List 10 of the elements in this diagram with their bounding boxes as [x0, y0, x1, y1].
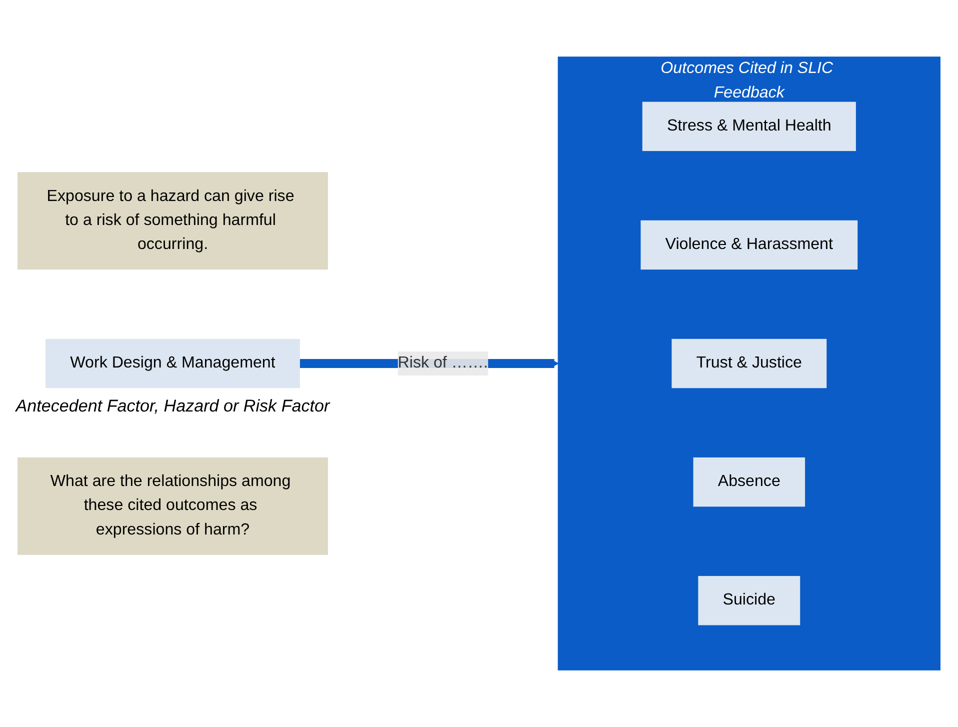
node-label: Antecedent Factor, Hazard or Risk Factor	[16, 396, 330, 416]
node-box: Exposure to a hazard can give rise to a risk of something harmful occurring.	[18, 172, 328, 270]
node-box: What are the relationships among these cited outcomes as expressions of harm?	[18, 457, 328, 555]
node-box: Absence	[693, 457, 806, 507]
node-box: Suicide	[698, 576, 800, 626]
edge-label: Risk of …….	[398, 354, 488, 372]
node-box: Stress & Mental Health	[642, 102, 856, 152]
node-box: Violence & Harassment	[640, 220, 858, 270]
node-box: Work Design & Management	[46, 338, 300, 388]
node-box: Trust & Justice	[672, 338, 827, 388]
